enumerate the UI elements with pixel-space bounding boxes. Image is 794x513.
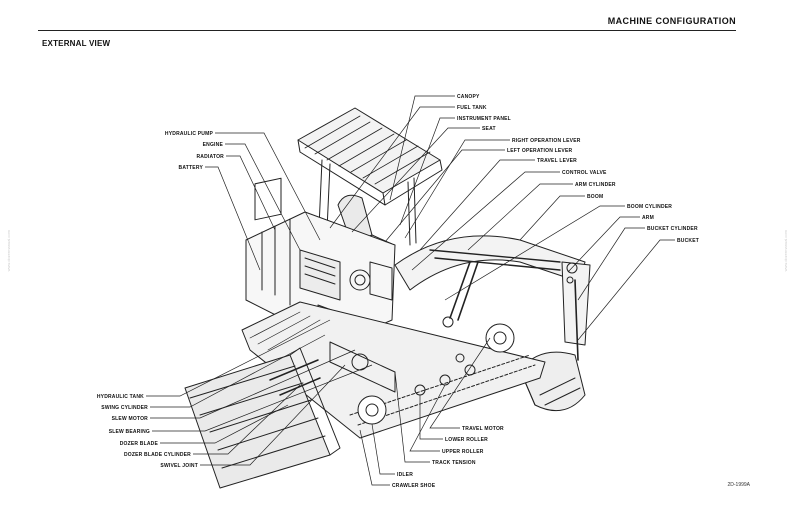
label-control-valve: CONTROL VALVE xyxy=(562,170,607,176)
page-header-title: MACHINE CONFIGURATION xyxy=(607,16,736,26)
label-dozer-blade: DOZER BLADE xyxy=(120,441,159,447)
boom-arm-drawing xyxy=(394,235,591,361)
label-arm-cylinder: ARM CYLINDER xyxy=(575,182,616,188)
label-seat: SEAT xyxy=(482,126,496,132)
header-rule xyxy=(38,30,736,31)
label-travel-motor: TRAVEL MOTOR xyxy=(462,426,504,432)
label-boom-cylinder: BOOM CYLINDER xyxy=(627,204,672,210)
label-engine: ENGINE xyxy=(203,142,224,148)
label-left-operation-lever: LEFT OPERATION LEVER xyxy=(507,148,572,154)
label-arm: ARM xyxy=(642,215,654,221)
label-upper-roller: UPPER ROLLER xyxy=(442,449,484,455)
label-right-operation-lever: RIGHT OPERATION LEVER xyxy=(512,138,581,144)
label-boom: BOOM xyxy=(587,194,603,200)
label-hydraulic-tank: HYDRAULIC TANK xyxy=(97,394,144,400)
label-slew-bearing: SLEW BEARING xyxy=(109,429,150,435)
label-slew-motor: SLEW MOTOR xyxy=(112,416,149,422)
label-travel-lever: TRAVEL LEVER xyxy=(537,158,577,164)
section-title: EXTERNAL VIEW xyxy=(42,39,111,48)
label-dozer-blade-cylinder: DOZER BLADE CYLINDER xyxy=(124,452,191,458)
dozer-blade-drawing xyxy=(184,347,341,489)
label-canopy: CANOPY xyxy=(457,94,480,100)
label-idler: IDLER xyxy=(397,472,413,478)
label-bucket-cylinder: BUCKET CYLINDER xyxy=(647,226,698,232)
label-swivel-joint: SWIVEL JOINT xyxy=(160,463,198,469)
label-bucket: BUCKET xyxy=(677,238,699,244)
track-drawing xyxy=(241,301,546,439)
label-radiator: RADIATOR xyxy=(196,154,224,160)
label-instrument-panel: INSTRUMENT PANEL xyxy=(457,116,511,122)
label-fuel-tank: FUEL TANK xyxy=(457,105,487,111)
label-swing-cylinder: SWING CYLINDER xyxy=(101,405,148,411)
label-battery: BATTERY xyxy=(179,165,204,171)
label-track-tension: TRACK TENSION xyxy=(432,460,476,466)
label-hydraulic-pump: HYDRAULIC PUMP xyxy=(165,131,214,137)
label-crawler-shoe: CRAWLER SHOE xyxy=(392,483,436,489)
label-lower-roller: LOWER ROLLER xyxy=(445,437,488,443)
figure-code: 2D-1999A xyxy=(727,482,750,488)
